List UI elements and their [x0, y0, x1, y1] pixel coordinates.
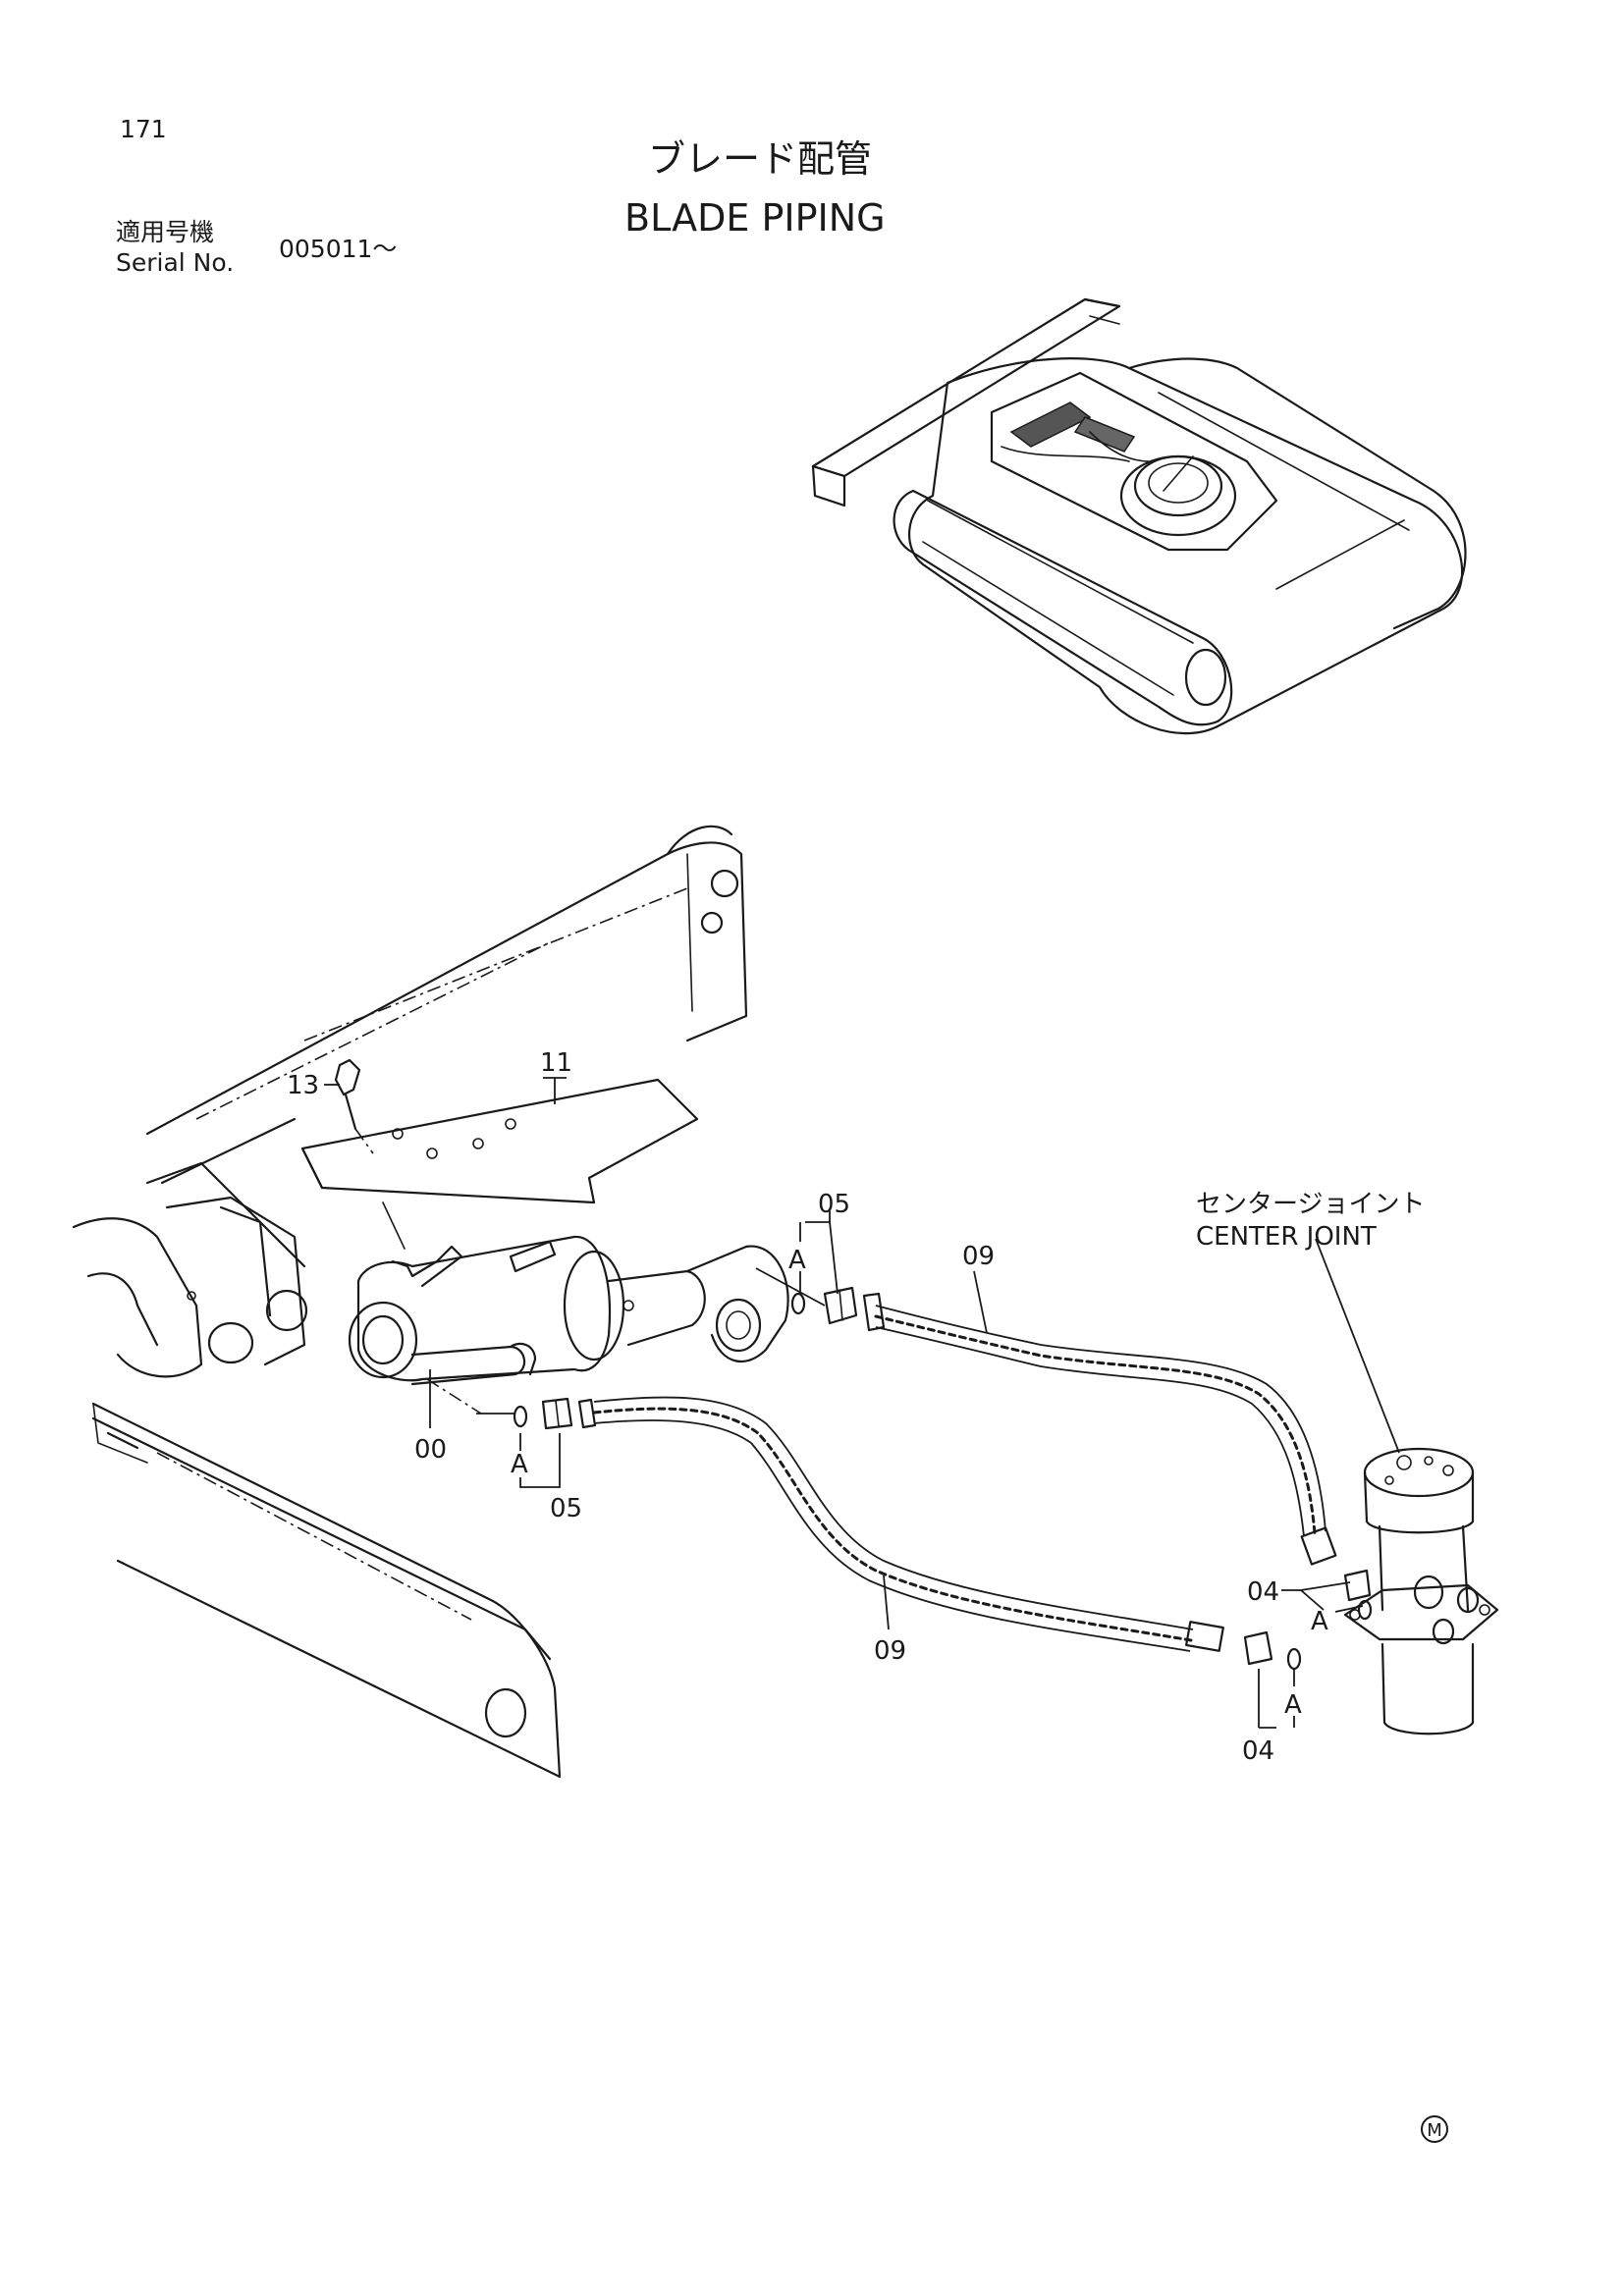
- mark-letter: M: [1427, 2120, 1442, 2141]
- label-a-right-bottom: A: [1284, 1690, 1302, 1720]
- serial-number-value: 005011～: [279, 235, 397, 263]
- undercarriage-overview-illustration: [811, 297, 1467, 735]
- callout-09-top: 09: [962, 1242, 995, 1271]
- blade-frame-illustration: [72, 825, 789, 1779]
- center-joint-label-japanese: センタージョイント: [1196, 1190, 1425, 1219]
- callout-13: 13: [287, 1071, 319, 1100]
- circled-m-mark: M: [1421, 2115, 1448, 2143]
- serial-label-english: Serial No.: [116, 248, 234, 277]
- serial-label-japanese: 適用号機: [116, 218, 214, 246]
- label-a-top: A: [788, 1246, 806, 1275]
- label-a-right-top: A: [1311, 1607, 1328, 1636]
- lower-hose-09: [513, 1396, 1224, 1652]
- callout-leaders: [324, 1077, 1400, 1729]
- upper-hose-09: [790, 1286, 1337, 1566]
- callout-04-bottom: 04: [1242, 1736, 1274, 1766]
- page-number: 171: [120, 115, 167, 143]
- center-joint-label-english: CENTER JOINT: [1196, 1222, 1377, 1252]
- callout-00: 00: [414, 1435, 447, 1465]
- callout-05-bottom: 05: [550, 1494, 582, 1523]
- callout-09-bottom: 09: [874, 1636, 906, 1666]
- label-a-mid: A: [511, 1450, 528, 1479]
- title-english: BLADE PIPING: [624, 196, 886, 240]
- title-japanese: ブレード配管: [648, 137, 872, 181]
- center-joint-illustration: [1243, 1447, 1499, 1735]
- callout-05-top: 05: [818, 1190, 850, 1219]
- callout-11: 11: [540, 1048, 572, 1078]
- callout-04-top: 04: [1247, 1577, 1279, 1607]
